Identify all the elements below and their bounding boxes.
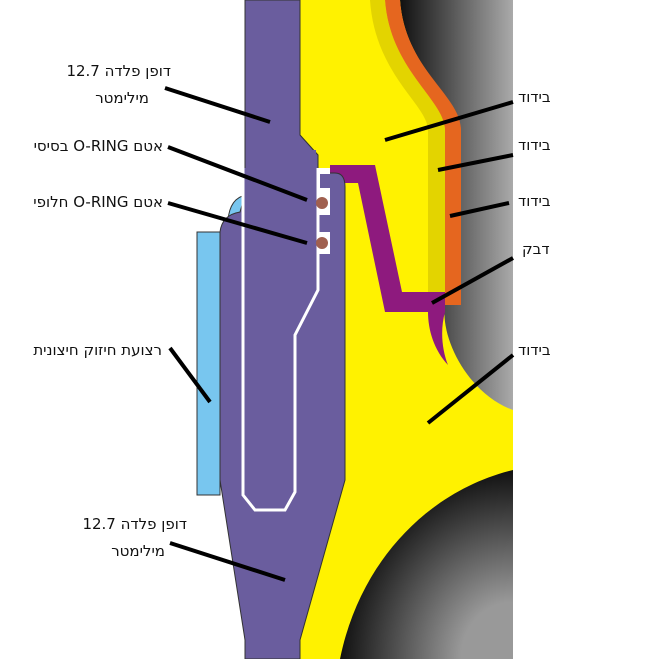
label-line: רצועת חיזוק חיצונית	[33, 341, 162, 359]
label-lower-steel-wall: דופן פלדה 12.7 מילימטר	[82, 511, 187, 565]
label-primary-oring: אטם O-RING בסיסי	[34, 133, 163, 160]
leader-line	[167, 145, 308, 202]
oring-secondary	[316, 237, 328, 249]
label-line: דופן פלדה 12.7	[66, 62, 171, 80]
leader-lines	[164, 86, 515, 582]
oring-primary	[316, 197, 328, 209]
leader-line	[437, 153, 514, 172]
label-adhesive: דבק	[522, 236, 550, 263]
label-line: בידוד	[518, 341, 551, 359]
external-strap	[196, 231, 221, 496]
lower-case-segment	[340, 470, 513, 659]
label-insulation-2: בידוד	[518, 132, 551, 159]
label-upper-steel-wall: דופן פלדה 12.7 מילימטר	[66, 58, 171, 112]
leader-line	[168, 346, 212, 404]
upper-case-segment	[400, 0, 513, 410]
leader-line	[164, 86, 271, 124]
insulation-dark-band	[370, 0, 445, 295]
leader-line	[384, 100, 514, 142]
label-insulation-1: בידוד	[518, 84, 551, 111]
label-line: דופן פלדה 12.7	[82, 515, 187, 533]
label-line: מילימטר	[111, 542, 165, 560]
leader-line	[431, 256, 514, 305]
leader-line	[426, 353, 515, 425]
label-insulation-4: בידוד	[518, 337, 551, 364]
label-line: בידוד	[518, 192, 551, 210]
label-secondary-oring: אטם O-RING חלופי	[33, 189, 163, 216]
tang-gap	[241, 168, 320, 512]
label-line: אטם O-RING חלופי	[33, 193, 163, 211]
label-line: בידוד	[518, 136, 551, 154]
label-line: דבק	[522, 240, 550, 258]
label-external-strap: רצועת חיזוק חיצונית	[33, 337, 162, 364]
label-line: מילימטר	[95, 89, 149, 107]
label-line: בידוד	[518, 88, 551, 106]
label-insulation-3: בידוד	[518, 188, 551, 215]
label-line: אטם O-RING בסיסי	[33, 137, 163, 155]
adhesive	[330, 165, 448, 365]
leader-line	[167, 201, 308, 245]
insulation-orange-band	[385, 0, 461, 305]
leader-line	[449, 201, 510, 218]
leader-line	[169, 541, 286, 582]
